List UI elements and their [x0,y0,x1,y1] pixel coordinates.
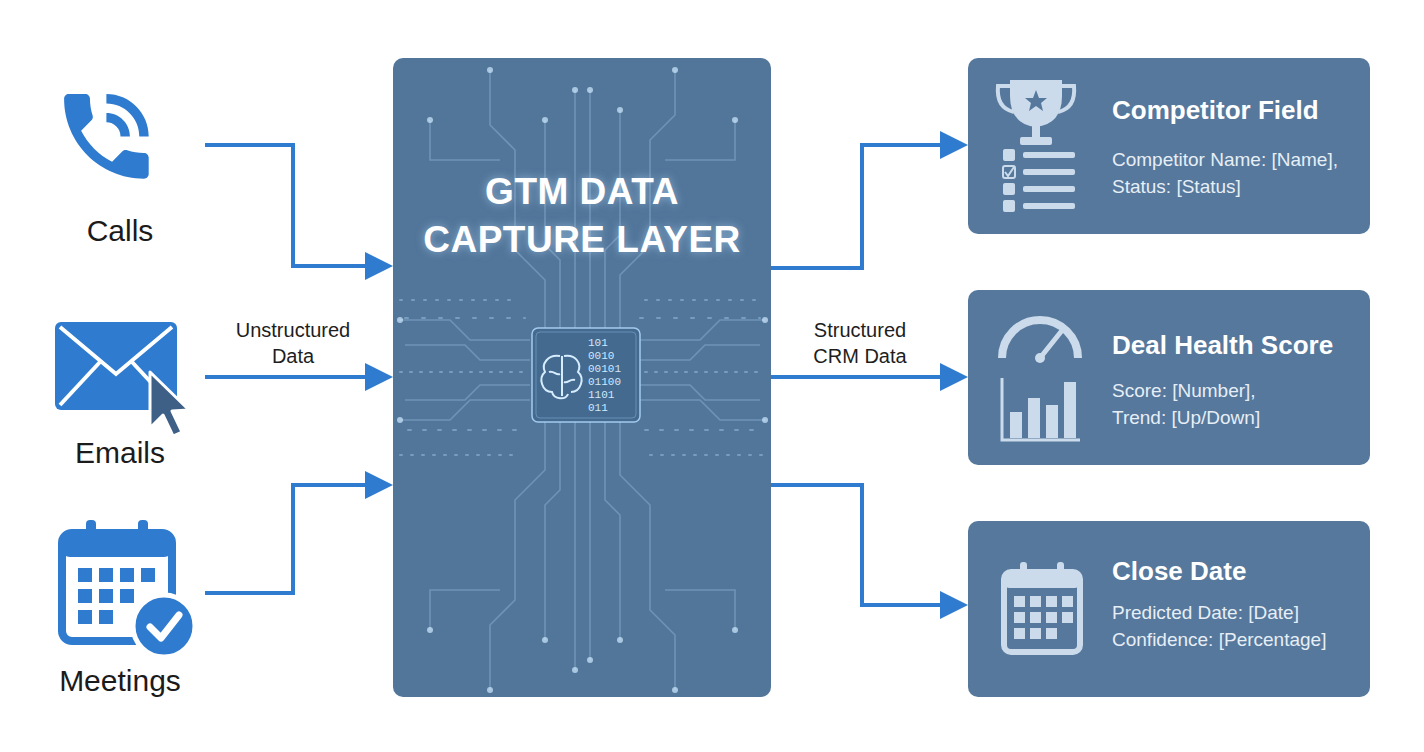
envelope-icon [150,372,189,436]
card-body: Predicted Date: [Date] Confidence: [Perc… [1112,599,1362,653]
card-body: Competitor Name: [Name], Status: [Status… [1112,146,1362,200]
source-node: Emails [35,315,205,470]
flow-arrow [771,375,962,379]
calendar-icon [62,520,195,657]
calendar-icon [150,615,179,638]
phone-icon [64,94,149,179]
panel-title: GTM DATA CAPTURE LAYER [417,168,747,264]
card-body: Score: [Number], Trend: [Up/Down] [1112,377,1292,431]
calendar-icon [99,568,113,582]
capture-layer-panel: GTM DATA CAPTURE LAYER [393,58,771,697]
binary-digits: 0010 [588,350,614,363]
envelope-icon [60,362,100,405]
flow-label: Unstructured Data [223,317,363,369]
envelope-icon [55,322,189,436]
phone-icon [64,94,149,179]
calendar-icon [120,589,134,603]
source-node: Calls [35,75,205,250]
flow-arrow [205,485,387,593]
calendar-icon [133,595,195,657]
binary-digits: 00101 [588,363,621,376]
calendar-icon [141,568,155,582]
calendar-icon [78,568,155,624]
output-card: Close DatePredicted Date: [Date] Confide… [968,521,1370,697]
calendar-icon [138,520,148,546]
source-label: Meetings [35,664,205,698]
card-title: Close Date [1112,555,1364,587]
source-label: Calls [35,214,205,248]
calendar-icon [78,589,92,603]
card-title: Competitor Field [1112,94,1364,126]
flow-arrow [771,145,962,268]
flow-arrow [205,375,387,379]
output-card: Deal Health ScoreScore: [Number], Trend:… [968,290,1370,465]
calendar-icon [62,533,172,641]
flow-arrow [205,145,387,266]
calendar-icon [120,568,134,582]
source-node: Meetings [35,520,205,700]
flow-label: Structured CRM Data [800,317,920,369]
calendar-icon [78,568,92,582]
envelope-icon [55,322,177,410]
source-label: Emails [35,436,205,470]
calendar-icon [99,589,113,603]
envelope-icon [132,362,172,405]
binary-digits: 011 [588,402,608,415]
envelope-icon [60,327,172,374]
phone-icon [106,94,148,136]
calendar-icon [99,610,113,624]
calendar-icon [62,533,172,557]
card-title: Deal Health Score [1112,329,1364,361]
output-card: Competitor FieldCompetitor Name: [Name],… [968,58,1370,234]
binary-digits: 01100 [588,376,621,389]
binary-digits: 101 [588,337,608,350]
binary-digits: 1101 [588,389,614,402]
calendar-icon [86,520,96,546]
calendar-icon [78,610,92,624]
flow-arrow [771,485,962,605]
